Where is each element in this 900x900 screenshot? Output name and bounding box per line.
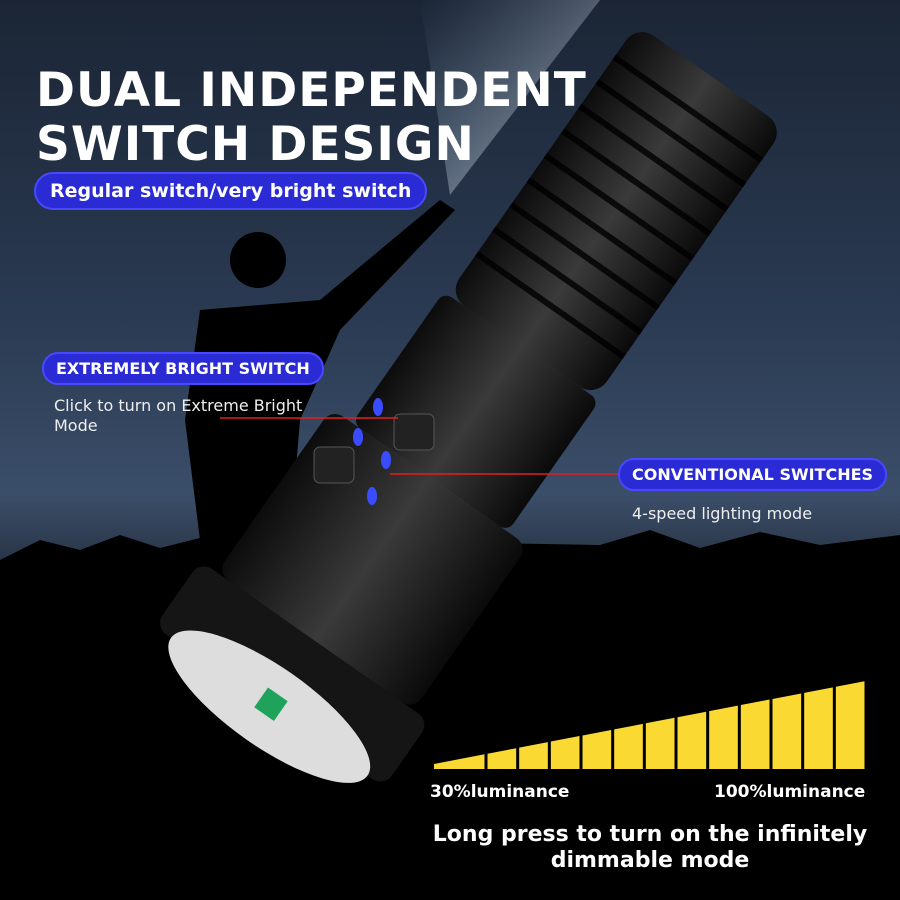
headline: DUAL INDEPENDENT SWITCH DESIGN (36, 64, 587, 172)
footer-text: Long press to turn on the infinitely dim… (432, 822, 868, 873)
luminance-bar-step (835, 681, 865, 769)
luminance-bar-step (614, 723, 643, 769)
luminance-bar-step (709, 705, 738, 769)
luminance-bars (434, 681, 865, 769)
conventional-switch-label: CONVENTIONAL SWITCHES (618, 458, 888, 491)
luminance-bar-step (677, 711, 707, 769)
headline-line1: DUAL INDEPENDENT (36, 63, 587, 118)
luminance-bar-step (434, 754, 485, 769)
conventional-switch-description: 4-speed lighting mode (632, 504, 813, 523)
luminance-max-label: 100%luminance (714, 782, 866, 802)
luminance-bar-step (582, 729, 612, 769)
headline-line2: SWITCH DESIGN (36, 117, 475, 172)
flashlight (160, 32, 777, 783)
luminance-bar-step (804, 687, 833, 769)
switch-indicators (313, 398, 435, 505)
light-beam (420, 0, 600, 195)
luminance-bar-step (740, 699, 770, 769)
luminance-bar-step (487, 748, 517, 769)
luminance-bar-step (519, 742, 548, 769)
luminance-min-label: 30%luminance (430, 782, 570, 802)
luminance-bar-step (645, 717, 675, 769)
subtitle-pill: Regular switch/very bright switch (34, 172, 428, 210)
luminance-bar-step (772, 693, 802, 769)
luminance-bar-step (550, 736, 580, 769)
extreme-switch-label: EXTREMELY BRIGHT SWITCH (42, 352, 324, 385)
extreme-switch-description: Click to turn on Extreme Bright Mode (54, 396, 303, 435)
